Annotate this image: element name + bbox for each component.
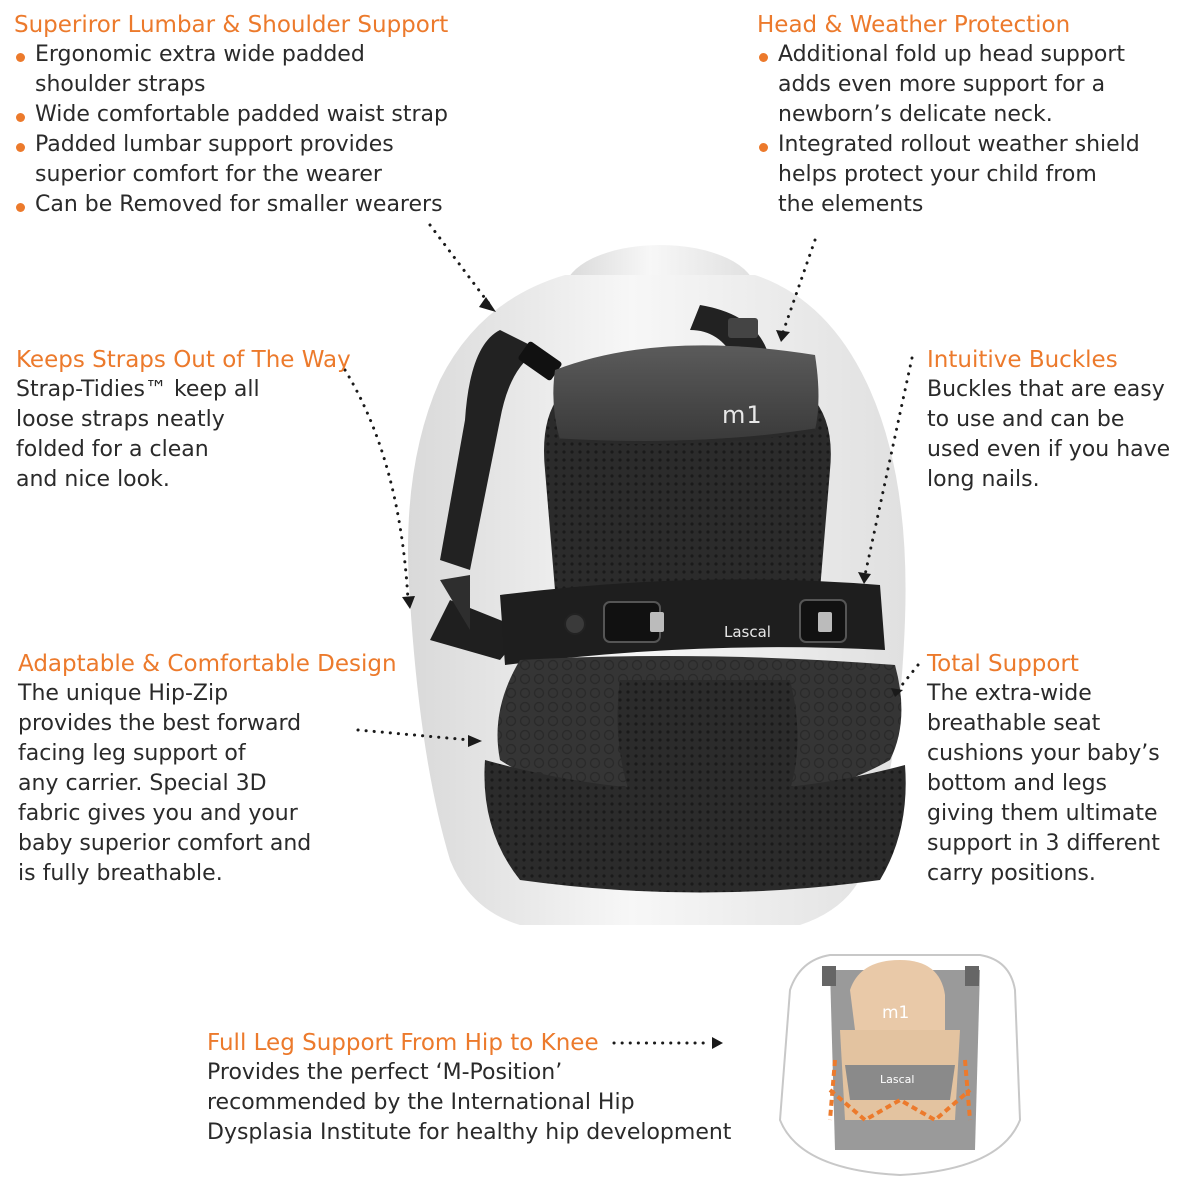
callout-head: Head & Weather Protection Additional fol… bbox=[757, 10, 1140, 220]
callout-leg-body: Provides the perfect ‘M-Position’ recomm… bbox=[207, 1060, 732, 1145]
callout-buckles-title: Intuitive Buckles bbox=[927, 347, 1118, 373]
callout-leg-title: Full Leg Support From Hip to Knee bbox=[207, 1030, 599, 1056]
callout-straps: Keeps Straps Out of The Way Strap-Tidies… bbox=[16, 345, 351, 495]
callout-design-title: Adaptable & Comfortable Design bbox=[18, 651, 397, 677]
list-item: Can be Removed for smaller wearers bbox=[14, 190, 448, 220]
leader-head bbox=[780, 238, 817, 337]
list-item: Integrated rollout weather shield helps … bbox=[757, 130, 1140, 220]
callout-straps-body: Strap-Tidies™ keep all loose straps neat… bbox=[16, 377, 260, 492]
callout-lumbar-list: Ergonomic extra wide padded shoulder str… bbox=[14, 40, 448, 220]
leader-support bbox=[896, 663, 920, 692]
diagram-brand: Lascal bbox=[880, 1073, 915, 1086]
carrier-body bbox=[484, 345, 906, 893]
callout-design-body: The unique Hip-Zip provides the best for… bbox=[18, 681, 312, 886]
callout-head-list: Additional fold up head support adds eve… bbox=[757, 40, 1140, 220]
callout-support-title: Total Support bbox=[927, 651, 1079, 677]
list-item: Wide comfortable padded waist strap bbox=[14, 100, 448, 130]
callout-leaders bbox=[343, 223, 920, 1045]
callout-leg: Full Leg Support From Hip to Knee Provid… bbox=[207, 1028, 731, 1148]
leader-buckles bbox=[863, 356, 914, 577]
callout-straps-title: Keeps Straps Out of The Way bbox=[16, 347, 351, 373]
list-item: Additional fold up head support adds eve… bbox=[757, 40, 1140, 130]
carrier-logo: m1 bbox=[722, 401, 763, 429]
list-item: Padded lumbar support provides superior … bbox=[14, 130, 448, 190]
callout-lumbar-title: Superiror Lumbar & Shoulder Support bbox=[14, 12, 449, 38]
callout-lumbar: Superiror Lumbar & Shoulder Support Ergo… bbox=[14, 10, 448, 220]
carrier-brand: Lascal bbox=[724, 623, 771, 641]
diagram-logo: m1 bbox=[882, 1003, 910, 1023]
callout-arrowheads bbox=[402, 297, 903, 1049]
callout-design: Adaptable & Comfortable Design The uniqu… bbox=[18, 649, 397, 889]
callout-support: Total Support The extra-wide breathable … bbox=[927, 649, 1160, 889]
list-item: Ergonomic extra wide padded shoulder str… bbox=[14, 40, 448, 100]
strap-tidy bbox=[430, 575, 525, 660]
callout-support-body: The extra-wide breathable seat cushions … bbox=[927, 681, 1160, 886]
m-position-diagram bbox=[778, 954, 1022, 1177]
leader-design bbox=[356, 728, 472, 742]
callout-head-title: Head & Weather Protection bbox=[757, 12, 1071, 38]
callout-buckles: Intuitive Buckles Buckles that are easy … bbox=[927, 345, 1170, 495]
leader-straps bbox=[343, 368, 410, 602]
callout-buckles-body: Buckles that are easy to use and can be … bbox=[927, 377, 1171, 492]
leader-lumbar bbox=[428, 223, 492, 307]
